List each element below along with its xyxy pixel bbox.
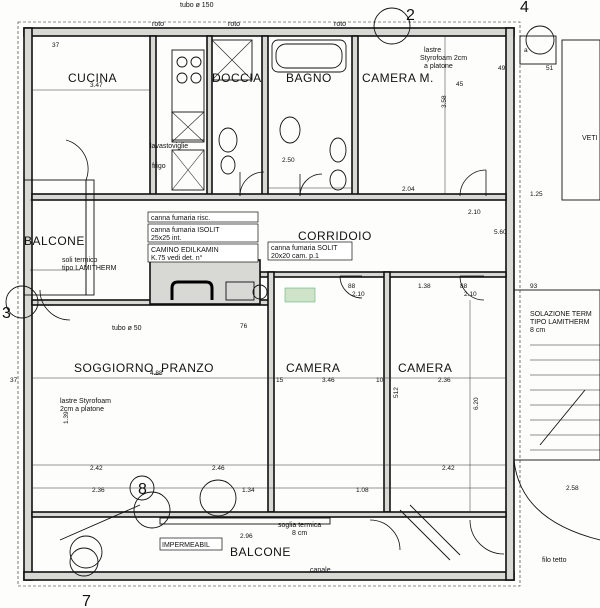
- dim-512: 512: [393, 387, 400, 398]
- note-roto-1: roto: [152, 21, 164, 28]
- dim-51: 51: [546, 65, 554, 72]
- note-tubo: tubo ø 150: [180, 2, 214, 9]
- notes: tubo ø 150 roto roto roto lastre Styrofo…: [60, 2, 598, 574]
- dim-242b: 2.42: [442, 465, 455, 472]
- dim-88a: 88: [348, 283, 356, 290]
- marker-7: 7: [82, 593, 91, 608]
- dim-10: 10: [376, 377, 384, 384]
- dim-236b: 2.36: [92, 487, 105, 494]
- note-lastre-top-3: a platone: [424, 63, 453, 70]
- note-filo-tetto: filo tetto: [542, 557, 567, 564]
- room-label-balcone-left: BALCONE: [24, 234, 85, 248]
- room-label-balcone-bottom: BALCONE: [230, 545, 291, 559]
- dim-210b: 2.10: [464, 291, 477, 298]
- note-isolazione-3: 8 cm: [530, 327, 545, 334]
- outer-walls: [17, 21, 521, 587]
- note-roto-2: roto: [228, 21, 240, 28]
- dim-37b: 37: [10, 377, 18, 384]
- note-camino-1: CAMINO EDILKAMIN: [151, 247, 219, 254]
- dim-76: 76: [240, 323, 248, 330]
- marker-labels: 2 3 4 7 8 a: [2, 0, 529, 608]
- room-label-corridoio: CORRIDOIO: [298, 229, 372, 243]
- note-lastre-top-1: lastre: [424, 47, 441, 54]
- room-label-doccia: DOCCIA: [212, 71, 262, 85]
- marker-4: 4: [520, 0, 529, 16]
- fireplace-symbol: [170, 280, 316, 303]
- dim-620: 6.20: [473, 397, 480, 410]
- note-isolazione-1: SOLAZIONE TERM: [530, 311, 592, 318]
- note-lastre-top-2: Styrofoam 2cm: [420, 55, 467, 62]
- note-canna-isolit-2: 25x25 int.: [151, 235, 181, 242]
- dim-204: 2.04: [402, 186, 415, 193]
- left-balcony: [23, 179, 95, 296]
- staircase: [513, 35, 600, 541]
- dim-108: 1.08: [356, 487, 369, 494]
- note-soli-termico-1: soli termico: [62, 257, 98, 264]
- dim-49: 49: [498, 65, 506, 72]
- dim-488: 4.88: [150, 370, 163, 377]
- room-label-bagno: BAGNO: [286, 71, 332, 85]
- dim-347: 3.47: [90, 82, 103, 89]
- room-label-soggiorno: SOGGIORNO_PRANZO: [74, 361, 214, 375]
- note-canna-solit-2: 20x20 cam. p.1: [271, 253, 319, 260]
- note-soli-termico-2: tipo LAMITHERM: [62, 265, 117, 272]
- dim-296: 2.96: [240, 533, 253, 540]
- bottom-balcony: [59, 479, 461, 569]
- dim-139: 1.39: [63, 411, 70, 424]
- note-lastre-mid-2: 2cm a platone: [60, 406, 104, 413]
- dimension-numbers: 3.47 3.58 2.04 2.50 4.88 3.46 2.36 2.42 …: [10, 42, 579, 540]
- dim-358: 3.58: [441, 95, 448, 108]
- dim-210a: 2.10: [352, 291, 365, 298]
- dim-346: 3.46: [322, 377, 335, 384]
- marker-3: 3: [2, 305, 11, 322]
- note-camino-2: K.75 vedi det. n°: [151, 254, 203, 262]
- note-canna-solit-1: canna fumaria SOLIT: [271, 245, 338, 252]
- dim-246: 2.46: [212, 465, 225, 472]
- note-isolazione-2: TIPO LAMITHERM: [530, 319, 590, 326]
- note-lavastoviglie: lavastoviglie: [150, 143, 188, 150]
- note-canna-isolit-1: canna fumaria ISOLIT: [151, 227, 220, 234]
- dim-236: 2.36: [438, 377, 451, 384]
- dim-88b: 88: [460, 283, 468, 290]
- note-canna-risc: canna fumaria risc.: [151, 215, 210, 222]
- dimension-lines: [32, 36, 506, 512]
- note-soglia-2: 8 cm: [292, 530, 307, 537]
- room-label-camera-m: CAMERA M.: [362, 71, 434, 85]
- dim-138: 1.38: [418, 283, 431, 290]
- bathroom-fixtures: [211, 39, 347, 191]
- dim-45: 45: [456, 81, 464, 88]
- marker-a: a: [524, 47, 528, 54]
- dim-134: 1.34: [242, 487, 255, 494]
- note-lastre-mid-1: lastre Styrofoam: [60, 398, 111, 405]
- note-vetr: VETI: [582, 135, 598, 142]
- room-label-cucina: CUCINA: [68, 71, 117, 85]
- dim-210c: 2.10: [468, 209, 481, 216]
- room-label-camera-1: CAMERA: [286, 361, 340, 375]
- dim-37a: 37: [52, 42, 60, 49]
- note-frigo: frigo: [152, 163, 166, 170]
- dim-560: 5.60: [494, 229, 507, 236]
- marker-8: 8: [138, 481, 147, 498]
- note-impermeabil: IMPERMEABIL: [162, 542, 210, 549]
- note-soglia-1: soglia termica: [278, 522, 321, 529]
- room-labels: CUCINA DOCCIA BAGNO CAMERA M. CORRIDOIO …: [24, 71, 452, 559]
- dim-125: 1.25: [530, 191, 543, 198]
- dim-242a: 2.42: [90, 465, 103, 472]
- grid-markers: [5, 7, 555, 577]
- marker-2: 2: [406, 7, 415, 24]
- note-roto-3: roto: [334, 21, 346, 28]
- dim-15: 15: [276, 377, 284, 384]
- dim-93: 93: [530, 283, 538, 290]
- dim-250: 2.50: [282, 157, 295, 164]
- dim-258: 2.58: [566, 485, 579, 492]
- kitchen-fixtures: [171, 49, 205, 191]
- room-label-camera-2: CAMERA: [398, 361, 452, 375]
- interior-walls: [31, 35, 507, 518]
- note-canale: canale: [310, 567, 331, 574]
- note-tubo-50: tubo ø 50: [112, 325, 142, 332]
